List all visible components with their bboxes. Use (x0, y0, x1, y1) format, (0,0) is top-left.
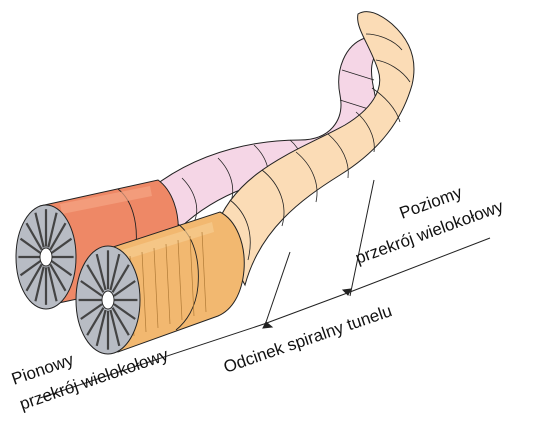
red-cutter-face (16, 205, 76, 309)
leader-line-left (264, 252, 290, 328)
orange-cutter-face (76, 246, 140, 354)
arrowhead-left (263, 322, 272, 328)
label-spiral-section: Odcinek spiralny tunelu (221, 301, 394, 376)
orange-cutter-hub (102, 291, 114, 309)
red-cutter-hub (40, 248, 52, 266)
leader-line-right (350, 180, 374, 296)
